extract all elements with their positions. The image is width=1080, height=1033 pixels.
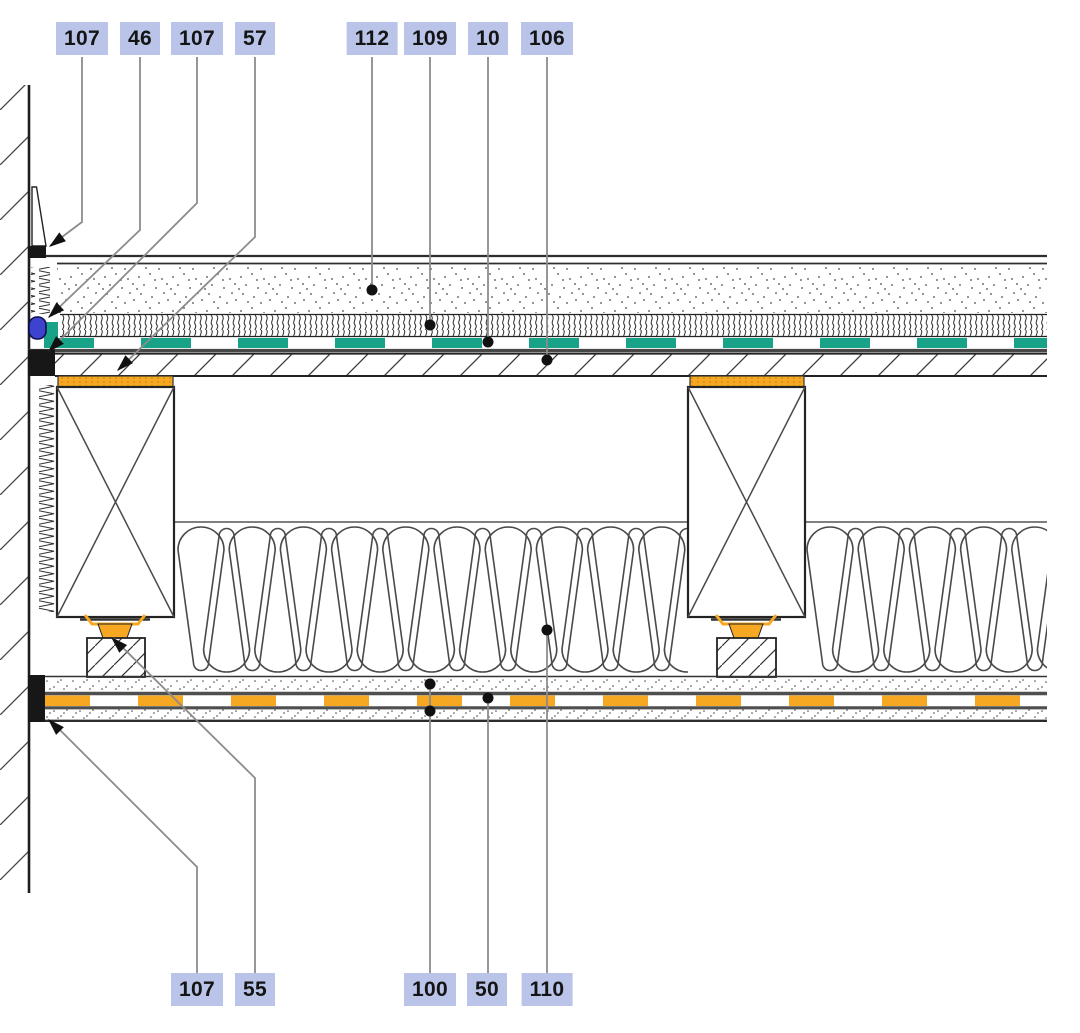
wall-hatch — [0, 85, 29, 893]
leader-arrowheads — [48, 232, 133, 735]
plasterboard-lower — [30, 709, 1047, 721]
callout-110: 110 — [521, 973, 573, 1006]
timber-joist-1 — [55, 385, 176, 619]
dot-10 — [482, 336, 494, 348]
callout-107-bottom: 107 — [171, 973, 223, 1006]
edge-strip-upstand — [31, 186, 47, 247]
dot-106 — [541, 354, 553, 366]
leader-dots — [366, 284, 553, 717]
arrow-107-bottom — [48, 719, 64, 735]
leader-107-top — [49, 57, 83, 247]
floor-assembly — [28, 254, 1047, 377]
mineral-wool-insulation — [174, 521, 1047, 673]
masonry-wall — [0, 85, 31, 893]
arrow-57 — [117, 355, 133, 371]
arrow-107-top2 — [48, 336, 64, 352]
arrow-46 — [48, 302, 65, 318]
bearing-strip-2 — [689, 375, 805, 388]
dot-109 — [424, 319, 436, 331]
callout-55: 55 — [235, 973, 275, 1006]
arrow-55 — [111, 637, 128, 653]
callout-106: 106 — [521, 22, 573, 55]
callout-10: 10 — [468, 22, 508, 55]
callout-100: 100 — [404, 973, 456, 1006]
timber-joist-2 — [686, 385, 807, 619]
resilient-clip-2 — [711, 614, 781, 639]
ceiling-batten-2 — [716, 637, 777, 678]
bearing-strip-1 — [57, 375, 174, 388]
dot-112 — [366, 284, 378, 296]
edge-insulation-strip-lower — [38, 385, 57, 612]
dot-100b — [424, 705, 436, 717]
leader-57 — [117, 57, 256, 371]
impact-sound-board — [60, 313, 1047, 338]
dot-100a — [424, 678, 436, 690]
resilient-clip-1 — [80, 614, 150, 639]
callout-57: 57 — [235, 22, 275, 55]
fixing-dowel-blue — [28, 316, 47, 340]
dot-110 — [541, 624, 553, 636]
sealing-block-bottom — [28, 675, 45, 722]
callout-107-top-2: 107 — [171, 22, 223, 55]
plasterboard-upper — [30, 678, 1047, 691]
sealing-block-top — [28, 246, 46, 258]
callout-46: 46 — [120, 22, 160, 55]
callout-112: 112 — [346, 22, 398, 55]
sealing-block-mid — [28, 349, 55, 376]
leader-107-top2 — [48, 57, 198, 352]
edge-insulation-strip-upper — [31, 267, 50, 314]
leader-55 — [112, 637, 256, 973]
callout-109: 109 — [404, 22, 456, 55]
timber-boarding — [28, 352, 1047, 377]
leader-46 — [48, 57, 141, 318]
arrow-107-top — [49, 232, 66, 247]
callout-107-top-1: 107 — [56, 22, 108, 55]
callout-50: 50 — [467, 973, 507, 1006]
dot-50 — [482, 692, 494, 704]
screed-layer — [57, 267, 1047, 313]
leader-107-bottom — [57, 727, 198, 973]
ceiling-assembly — [28, 675, 1047, 722]
